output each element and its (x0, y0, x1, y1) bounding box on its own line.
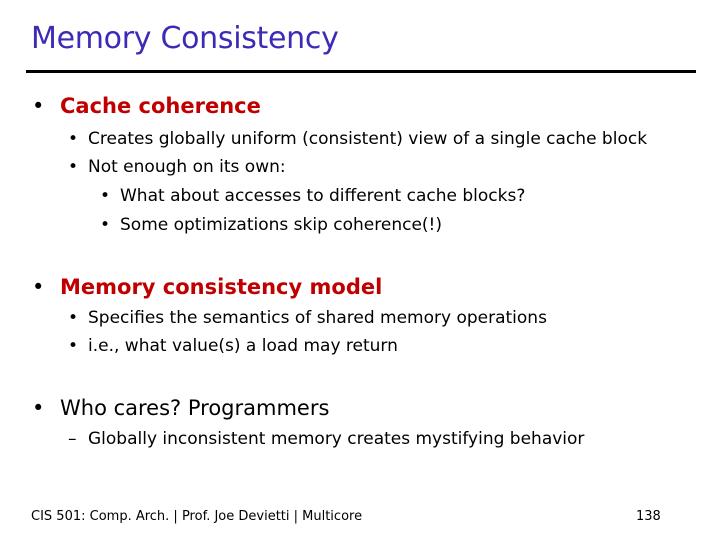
footer-text: CIS 501: Comp. Arch. | Prof. Joe Deviett… (31, 509, 363, 524)
list-item-text: Creates globally uniform (consistent) vi… (88, 129, 648, 149)
bullet: • (32, 94, 45, 118)
title-underline (26, 70, 696, 73)
bullet: • (68, 157, 79, 177)
slide-title: Memory Consistency (31, 21, 339, 56)
bullet: • (100, 215, 111, 235)
bullet: • (32, 275, 45, 299)
bullet: • (100, 186, 111, 206)
list-item-text: Specifies the semantics of shared memory… (88, 308, 547, 328)
page-number: 138 (636, 509, 661, 524)
bullet: • (68, 129, 79, 149)
bullet: • (68, 336, 79, 356)
list-item-text: Not enough on its own: (88, 157, 286, 177)
heading-text: Cache coherence (60, 94, 261, 118)
bullet: • (68, 308, 79, 328)
heading-text: Memory consistency model (60, 275, 383, 299)
list-item-text: i.e., what value(s) a load may return (88, 336, 398, 356)
dash: – (68, 429, 77, 449)
heading-text: Who cares? Programmers (60, 396, 330, 420)
bullet: • (32, 396, 45, 420)
list-item-text: What about accesses to different cache b… (120, 186, 526, 206)
list-item-text: Some optimizations skip coherence(!) (120, 215, 442, 235)
list-item-text: Globally inconsistent memory creates mys… (88, 429, 585, 449)
